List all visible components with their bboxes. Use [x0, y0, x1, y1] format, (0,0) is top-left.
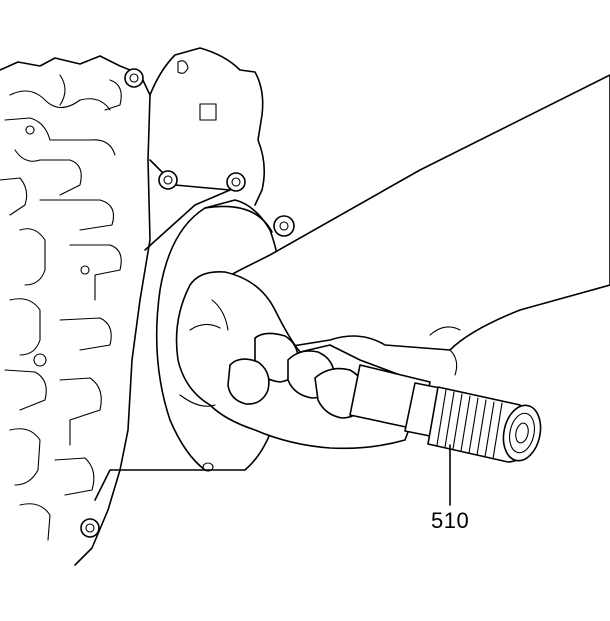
bolt: [124, 68, 144, 88]
input-shaft: [349, 364, 542, 463]
bolt: [80, 518, 100, 538]
bolt: [273, 215, 295, 237]
spline-teeth: [436, 389, 503, 460]
callout-510: 510: [431, 508, 470, 533]
bolt: [226, 172, 246, 192]
case-body: [80, 47, 295, 538]
arm: [194, 74, 610, 376]
bolt: [158, 170, 178, 190]
valve-body: [0, 55, 151, 566]
